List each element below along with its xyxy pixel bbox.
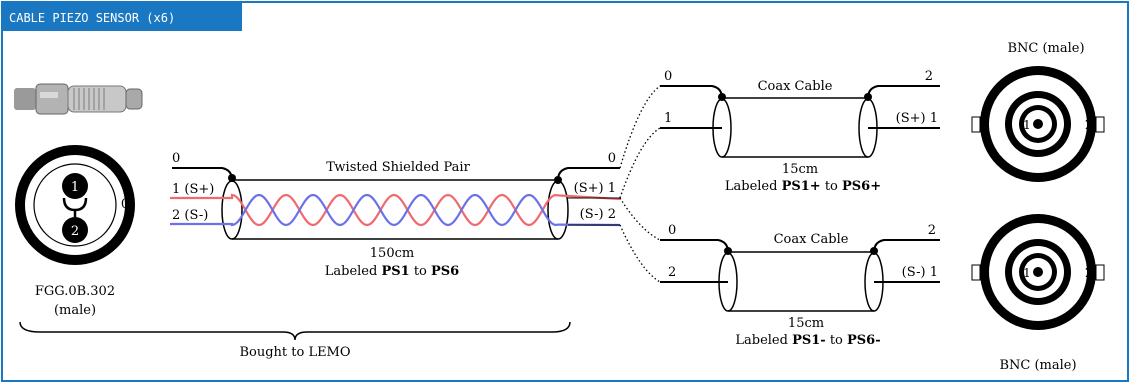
coax-bottom-length: 15cm (788, 316, 824, 331)
coax-top-right-1: (S+) 1 (896, 111, 938, 126)
lemo-pin-1 (62, 173, 88, 199)
coax-bottom-right-2: 2 (928, 223, 936, 238)
bnc-top-label: BNC (male) (1007, 41, 1084, 56)
bnc-top-outer-label: 2 (1085, 118, 1093, 133)
tsp-right-wire-1: (S+) 1 (574, 181, 616, 196)
coax-cable-bottom (660, 239, 940, 312)
lemo-connector-face: 1 2 0 (15, 145, 135, 265)
coax-bottom-label: Coax Cable (774, 232, 849, 247)
bnc-bottom-center-pin (1033, 267, 1043, 277)
lemo-connector-photo (14, 83, 143, 115)
bnc-top-center-pin (1033, 119, 1043, 129)
tsp-left-wire-0: 0 (172, 151, 180, 166)
lemo-pin-0-label: 0 (121, 197, 129, 212)
diagram-title: CABLE PIEZO SENSOR (x6) (1, 1, 242, 31)
coax-bottom-right-1: (S-) 1 (902, 265, 938, 280)
breakout-dotted-lines (619, 85, 661, 283)
coax-top-tag: Labeled PS1+ to PS6+ (725, 179, 881, 194)
bought-label: Bought to LEMO (239, 345, 350, 360)
tsp-length: 150cm (370, 246, 414, 261)
coax-top-right-2: 2 (925, 69, 933, 84)
tsp-tag: Labeled PS1 to PS6 (325, 264, 459, 279)
wire-s-plus (170, 193, 621, 226)
coax-bottom-tag: Labeled PS1- to PS6- (735, 333, 880, 348)
bnc-bottom-outer-label: 2 (1085, 266, 1093, 281)
lemo-pin-2 (62, 217, 88, 243)
wire-s-minus (170, 194, 621, 227)
coax-top-left-1: 1 (664, 111, 672, 126)
bnc-top-center-label: 1 (1023, 118, 1031, 132)
coax-top-left-0: 0 (664, 69, 672, 84)
tsp-label: Twisted Shielded Pair (326, 160, 470, 175)
lemo-pin-2-label: 2 (71, 224, 79, 239)
bnc-connector-bottom (971, 214, 1105, 330)
tsp-left-wire-2: 2 (S-) (172, 208, 208, 223)
tsp-right-wire-2: (S-) 2 (580, 207, 616, 222)
coax-top-label: Coax Cable (758, 79, 833, 94)
twisted-pair-cable (170, 167, 621, 240)
bnc-connector-top (971, 66, 1105, 182)
lemo-gender: (male) (54, 303, 96, 318)
coax-cable-top (660, 85, 940, 158)
coax-bottom-left-0: 0 (668, 223, 676, 238)
bnc-bottom-center-label: 1 (1023, 266, 1031, 280)
tsp-left-wire-1: 1 (S+) (172, 182, 214, 197)
tsp-right-wire-0: 0 (608, 151, 616, 166)
bought-brace (19, 321, 571, 341)
bnc-bottom-label: BNC (male) (999, 358, 1076, 373)
coax-top-length: 15cm (782, 162, 818, 177)
coax-bottom-left-2: 2 (668, 265, 676, 280)
lemo-part-number: FGG.0B.302 (35, 284, 115, 299)
lemo-pin-1-label: 1 (71, 180, 79, 195)
